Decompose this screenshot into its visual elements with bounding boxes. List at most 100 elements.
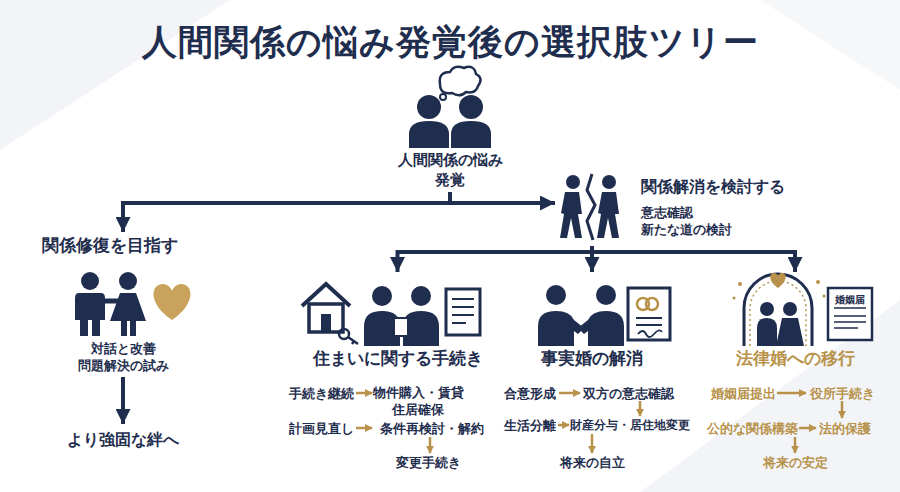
wedding-icon-part bbox=[776, 318, 804, 346]
handshake-icon-part bbox=[546, 285, 566, 305]
tree-node: 人間関係の悩み 発覚 bbox=[385, 66, 515, 192]
couple-icon-part bbox=[119, 272, 137, 290]
couple-icon-part bbox=[80, 318, 88, 336]
parting-people-icon bbox=[560, 174, 619, 240]
node-title: 住まいに関する手続き bbox=[295, 347, 500, 369]
wedding-icon bbox=[733, 273, 873, 346]
tree-arrow bbox=[592, 246, 795, 272]
parting-people-icon-part bbox=[587, 174, 595, 240]
parting-people-icon-part bbox=[560, 192, 582, 238]
flow-step-label: 条件再検討・解約 bbox=[380, 420, 484, 437]
tree-arrow bbox=[450, 192, 555, 203]
worried-people-icon bbox=[409, 67, 491, 148]
node-title: 法律婚への移行 bbox=[720, 347, 870, 369]
worried-people-icon-part bbox=[436, 101, 440, 105]
flow-step-label: 公的な関係構築 bbox=[707, 420, 798, 437]
tree-arrow bbox=[398, 246, 593, 272]
document-title: 婚姻届 bbox=[835, 291, 865, 308]
handshake-icon-part bbox=[578, 311, 624, 346]
wedding-icon-part bbox=[823, 295, 826, 298]
couple-icon-part bbox=[92, 318, 100, 336]
wedding-icon-part bbox=[834, 316, 866, 328]
wedding-icon-part bbox=[760, 302, 774, 316]
housing-icon-part bbox=[321, 314, 331, 332]
housing-icon-part bbox=[446, 289, 480, 335]
handshake-icon-part bbox=[628, 288, 670, 340]
flow-step-label: 手続き継続 bbox=[289, 385, 354, 402]
flow-arrows-part bbox=[794, 437, 797, 453]
flow-arrows-part bbox=[429, 437, 432, 453]
parting-people-icon-part bbox=[566, 175, 580, 189]
flow-arrows-part bbox=[356, 392, 372, 395]
flow-arrows-part bbox=[639, 401, 642, 416]
tree-node: 関係修復を目指す対話と改善 問題解決の試み bbox=[38, 232, 208, 377]
heart-symbol bbox=[153, 284, 190, 320]
tree-node: 事実婚の解消 bbox=[517, 272, 667, 372]
housing-icon bbox=[302, 284, 480, 346]
housing-icon-part bbox=[309, 304, 343, 332]
flow-arrows-part bbox=[356, 427, 372, 430]
worried-people-icon-part bbox=[417, 95, 441, 119]
wedding-icon-part bbox=[783, 302, 797, 316]
housing-icon-part bbox=[339, 329, 349, 339]
node-title: 関係解消を検討する bbox=[641, 176, 795, 198]
couple-icon-part bbox=[121, 320, 127, 336]
flow-arrows-part bbox=[591, 434, 594, 453]
worried-people-icon-part bbox=[409, 121, 449, 148]
flow-arrows-part bbox=[777, 392, 806, 395]
couple-icon-part bbox=[81, 272, 99, 290]
flow-arrows-part bbox=[558, 424, 569, 427]
wedding-icon-part bbox=[770, 273, 785, 288]
node-title: 人間関係の悩み 発覚 bbox=[385, 150, 515, 190]
housing-icon-part bbox=[394, 318, 408, 336]
flow-arrows-part bbox=[559, 392, 580, 395]
wedding-icon-part bbox=[816, 280, 820, 284]
flow-step-label: 計画見直し bbox=[289, 420, 354, 437]
wedding-icon-part bbox=[757, 318, 777, 346]
node-text: 対話と改善 問題解決の試み bbox=[68, 340, 178, 374]
parting-people-icon-part bbox=[597, 192, 619, 238]
wedding-icon-part bbox=[733, 297, 736, 300]
flow-step-label: 生活分離 bbox=[504, 417, 556, 434]
handshake-icon-part bbox=[638, 330, 662, 337]
diagram-title: 人間関係の悩み発覚後の選択肢ツリー bbox=[142, 19, 759, 66]
handshake-icon-part bbox=[596, 285, 616, 305]
worried-people-icon-part bbox=[440, 94, 446, 100]
handshake-icon-part bbox=[538, 311, 584, 346]
flow-step-label: 変更手続き bbox=[396, 454, 461, 471]
flow-step-label: 法的保護 bbox=[819, 420, 871, 437]
node-title: より強固な絆へ bbox=[48, 429, 198, 451]
flow-step-label: 婚姻届提出 bbox=[711, 385, 776, 402]
wedding-icon-part bbox=[750, 281, 806, 346]
handshake-icon-part bbox=[636, 318, 662, 325]
tree-node: 関係解消を検討する意志確認 新たな道の検討 bbox=[555, 170, 795, 246]
flow-step-label: 物件購入・賃貸 住居確保 bbox=[371, 384, 466, 418]
parting-people-icon-part bbox=[602, 175, 616, 189]
tree-arrow bbox=[123, 192, 450, 232]
worried-people-icon-part bbox=[459, 95, 483, 119]
tree-node: 法律婚への移行 bbox=[720, 272, 870, 372]
tree-arrow bbox=[121, 377, 125, 424]
flow-step-label: 将来の安定 bbox=[763, 454, 828, 471]
flow-step-label: 双方の意志確認 bbox=[583, 385, 674, 402]
node-title: 関係修復を目指す bbox=[42, 234, 208, 256]
wedding-icon-part bbox=[738, 282, 742, 286]
worried-people-icon-part bbox=[440, 67, 481, 96]
couple-icon-part bbox=[75, 293, 105, 320]
flow-arrows-part bbox=[799, 427, 816, 430]
wedding-icon-part bbox=[834, 307, 866, 309]
node-title: 事実婚の解消 bbox=[517, 347, 667, 369]
flow-step-label: 役所手続き bbox=[810, 385, 875, 402]
wedding-icon-part bbox=[744, 274, 812, 346]
wedding-icon-part bbox=[828, 288, 872, 340]
housing-icon-part bbox=[411, 286, 431, 306]
flow-step-label: 財産分与・居住地変更 bbox=[570, 417, 690, 434]
flow-step-label: 将来の自立 bbox=[560, 454, 625, 471]
couple-icon-part bbox=[110, 293, 146, 321]
couple-icon-part bbox=[130, 320, 136, 336]
handshake-icon-part bbox=[646, 298, 658, 310]
flow-arrows-part bbox=[841, 401, 844, 418]
tree-node: より強固な絆へ bbox=[48, 424, 198, 458]
